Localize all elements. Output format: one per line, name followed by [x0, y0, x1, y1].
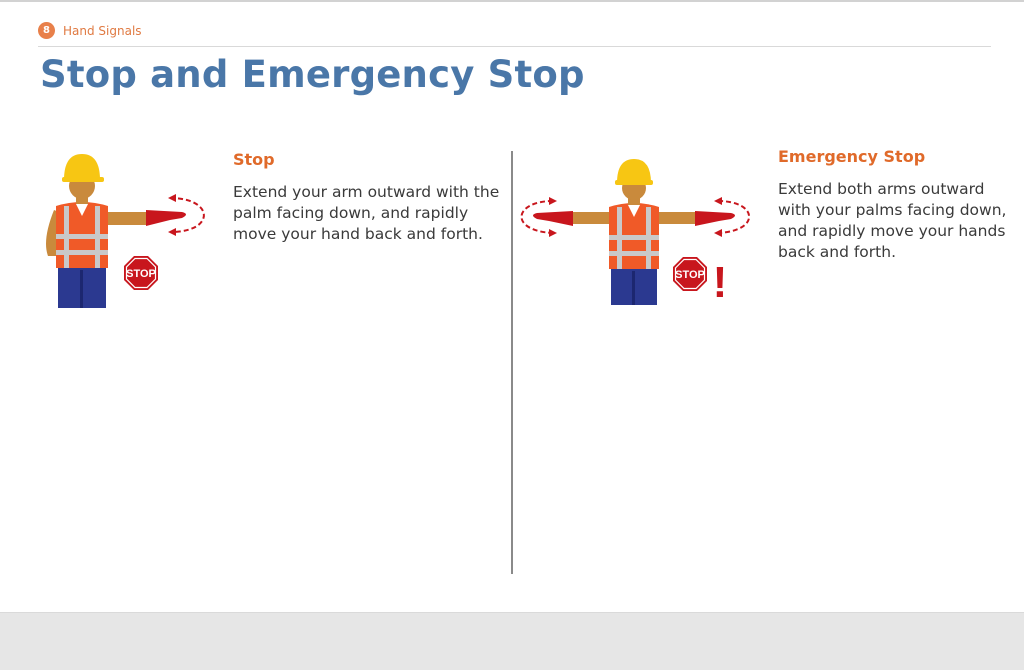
page-title: Stop and Emergency Stop [40, 53, 585, 96]
stop-heading: Stop [233, 150, 275, 169]
stop-sign-text: STOP [126, 268, 156, 280]
emergency-stop-heading: Emergency Stop [778, 147, 926, 166]
top-border [0, 0, 1024, 2]
breadcrumb-label: Hand Signals [63, 23, 142, 38]
footer-bar [0, 612, 1024, 670]
emergency-stop-description: Extend both arms outward with your palms… [778, 180, 1007, 261]
header-rule [38, 46, 991, 47]
stop-description: Extend your arm outward with the palm fa… [233, 183, 500, 243]
exclamation-mark-icon: ! [713, 258, 728, 307]
emergency-stop-sign-text: STOP [675, 269, 705, 281]
section-number-badge: 8 [38, 22, 55, 39]
worker-two-arms-emergency-stop-icon: STOP ! [520, 159, 750, 307]
breadcrumb: 8 Hand Signals [38, 22, 142, 39]
worker-one-arm-stop-icon: STOP [46, 154, 205, 308]
column-divider [511, 151, 513, 574]
